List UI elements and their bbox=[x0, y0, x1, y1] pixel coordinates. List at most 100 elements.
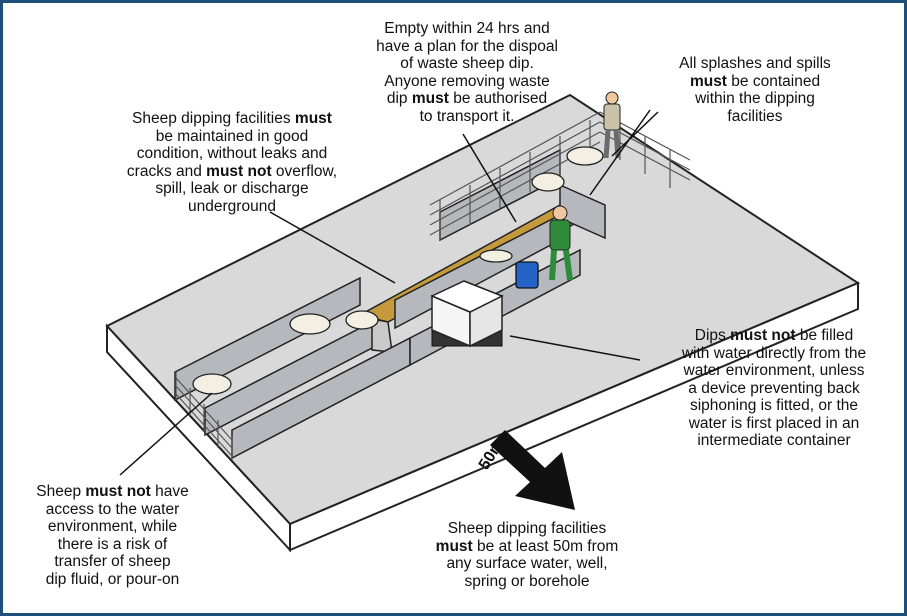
caption-line: water environment, unless bbox=[655, 362, 893, 380]
caption-line: dip fluid, or pour-on bbox=[15, 571, 210, 589]
leader-line-splashes bbox=[589, 109, 651, 196]
caption-emphasis: must bbox=[689, 72, 727, 90]
caption-emphasis: must not bbox=[206, 162, 272, 180]
caption-line: dip must be authorised bbox=[360, 90, 574, 108]
caption-line: be maintained in good bbox=[96, 128, 368, 146]
caption-line: facilities bbox=[648, 108, 862, 126]
leader-lines bbox=[119, 109, 659, 476]
caption-text: overflow, bbox=[271, 162, 338, 180]
distance-arrow bbox=[490, 430, 575, 510]
sheep bbox=[345, 310, 379, 330]
caption-text: any surface water, well, bbox=[446, 555, 608, 572]
caption-text: a device preventing back bbox=[688, 379, 860, 397]
caption-text: facilities bbox=[727, 107, 783, 125]
worker-body bbox=[549, 219, 571, 251]
caption-text: have bbox=[150, 483, 189, 500]
leader-line-filling bbox=[509, 335, 641, 361]
caption-line: of waste sheep dip. bbox=[360, 55, 574, 73]
caption-text: Sheep dipping facilities bbox=[132, 110, 295, 127]
caption-text: environment, while bbox=[47, 518, 178, 535]
caption-text: within the dipping bbox=[695, 90, 815, 107]
caption-line: condition, without leaks and bbox=[96, 145, 368, 163]
caption-text: with water directly from the bbox=[681, 344, 867, 362]
caption-text: be authorised bbox=[448, 90, 548, 107]
caption-line: transfer of sheep bbox=[15, 553, 210, 571]
caption-emphasis: must not bbox=[730, 327, 796, 344]
caption-line: cracks and must not overflow, bbox=[96, 163, 368, 181]
worker-green bbox=[549, 205, 573, 281]
chemical-drum bbox=[515, 261, 539, 289]
caption-text: Sheep dipping facilities bbox=[447, 520, 607, 537]
caption-text: siphoning is fitted, or the bbox=[689, 397, 859, 414]
caption-text: transfer of sheep bbox=[54, 553, 171, 570]
ibc-tank-top bbox=[430, 280, 504, 313]
caption-line: have a plan for the dispoal bbox=[360, 38, 574, 56]
caption-emphasis: must bbox=[435, 537, 473, 555]
mesh-fence bbox=[429, 111, 601, 240]
caption-text: be contained bbox=[726, 72, 821, 90]
caption-text: of waste sheep dip. bbox=[400, 55, 534, 72]
caption-line: Dips must not be filled bbox=[655, 327, 893, 345]
leader-line-access bbox=[119, 392, 213, 476]
worker-farmer bbox=[603, 91, 621, 159]
worker-body bbox=[603, 103, 621, 131]
hurdle-gates bbox=[175, 111, 691, 460]
caption-text: water environment, unless bbox=[683, 362, 865, 379]
caption-text: access to the water bbox=[45, 500, 180, 518]
caption-line: spring or borehole bbox=[420, 573, 634, 591]
caption-text: be maintained in good bbox=[155, 127, 309, 145]
worker-head bbox=[605, 91, 619, 105]
caption-text: dip fluid, or pour-on bbox=[45, 570, 180, 588]
caption-line: to transport it. bbox=[360, 108, 574, 126]
caption-line: Sheep dipping facilities bbox=[420, 520, 634, 538]
caption-text: spill, leak or discharge bbox=[155, 180, 309, 197]
sheep bbox=[192, 373, 232, 395]
caption-line: Sheep must not have bbox=[15, 483, 210, 501]
caption-text: Anyone removing waste bbox=[384, 72, 550, 90]
caption-line: spill, leak or discharge bbox=[96, 180, 368, 198]
caption-text: Empty within 24 hrs and bbox=[384, 20, 550, 37]
caption-line: must be contained bbox=[648, 73, 862, 91]
caption-line: Empty within 24 hrs and bbox=[360, 20, 574, 38]
caption-text: water is first placed in an bbox=[688, 414, 860, 432]
mesh-fence-back bbox=[599, 111, 691, 188]
sheep bbox=[531, 172, 565, 192]
caption-text: be filled bbox=[795, 327, 854, 344]
caption-line: Anyone removing waste bbox=[360, 73, 574, 91]
sheep bbox=[289, 313, 331, 335]
caption-text: to transport it. bbox=[419, 107, 515, 125]
caption-line: intermediate container bbox=[655, 432, 893, 450]
gate-rails bbox=[175, 372, 233, 460]
fence-panel bbox=[174, 276, 361, 402]
caption-emphasis: must not bbox=[85, 483, 151, 500]
worker-legs bbox=[603, 129, 621, 159]
caption-text: there is a risk of bbox=[57, 535, 168, 553]
caption-text: be at least 50m from bbox=[472, 537, 619, 555]
sheep-flock bbox=[192, 146, 604, 395]
sheep bbox=[479, 249, 513, 263]
worker-legs bbox=[549, 249, 573, 281]
caption-line: there is a risk of bbox=[15, 536, 210, 554]
ibc-container bbox=[430, 280, 504, 348]
caption-text: cracks and bbox=[126, 162, 207, 180]
caption-text: condition, without leaks and bbox=[136, 145, 328, 162]
leader-line-maintained bbox=[269, 211, 396, 284]
leader-line-splashes bbox=[611, 111, 659, 157]
caption-line: access to the water bbox=[15, 501, 210, 519]
caption-text: All splashes and spills bbox=[679, 55, 831, 72]
caption-line: a device preventing back bbox=[655, 380, 893, 398]
worker-head bbox=[552, 205, 568, 221]
caption-line: must be at least 50m from bbox=[420, 538, 634, 556]
caption-emphasis: must bbox=[294, 110, 332, 127]
caption-line: water is first placed in an bbox=[655, 415, 893, 433]
caption-line: environment, while bbox=[15, 518, 210, 536]
caption-line: within the dipping bbox=[648, 90, 862, 108]
caption-text: underground bbox=[188, 197, 276, 215]
